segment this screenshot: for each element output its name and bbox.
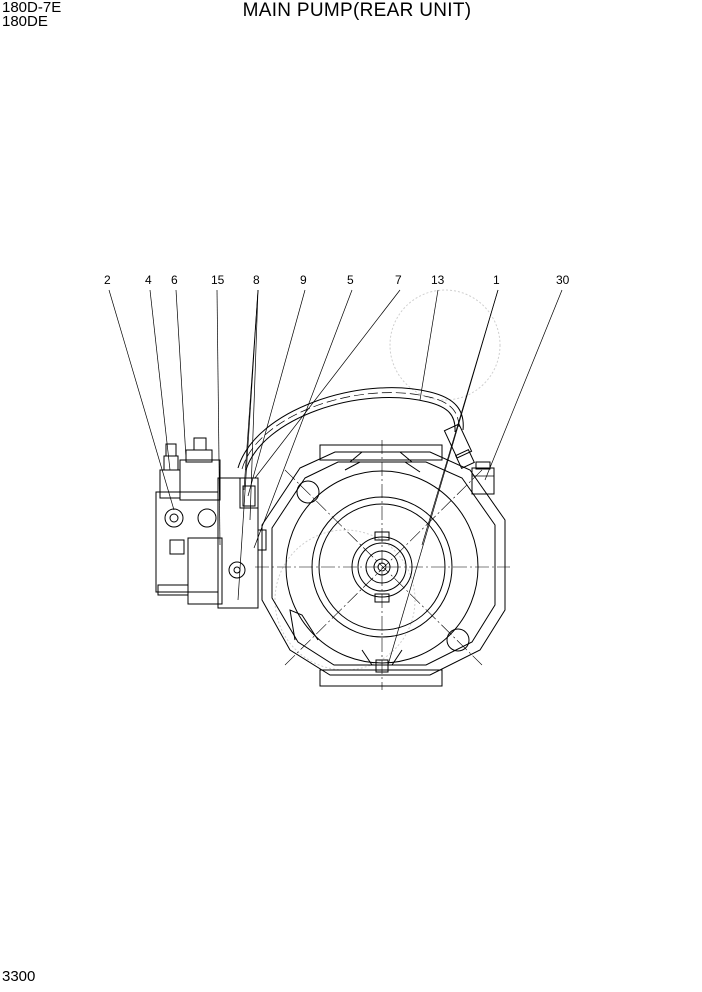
hose [237,387,475,471]
callout-7: 7 [395,273,402,287]
callout-8: 8 [253,273,260,287]
callout-15: 15 [211,273,225,287]
callout-1: 1 [493,273,500,287]
page-number: 3300 [2,968,36,985]
model-code-primary: 180D-7E [2,0,62,16]
regulator-block [155,437,267,609]
model-code-secondary: 180DE [2,13,48,30]
callout-30: 30 [556,273,570,287]
callout-4: 4 [145,273,152,287]
callout-13: 13 [431,273,445,287]
fitting [471,461,495,495]
leader-lines [108,289,563,666]
callout-labels: 2 4 6 15 8 9 5 7 13 1 30 [104,273,570,287]
pump-housing [255,440,510,690]
callout-2: 2 [104,273,111,287]
callout-9: 9 [300,273,307,287]
callout-6: 6 [171,273,178,287]
callout-5: 5 [347,273,354,287]
page-title: MAIN PUMP(REAR UNIT) [242,0,472,21]
